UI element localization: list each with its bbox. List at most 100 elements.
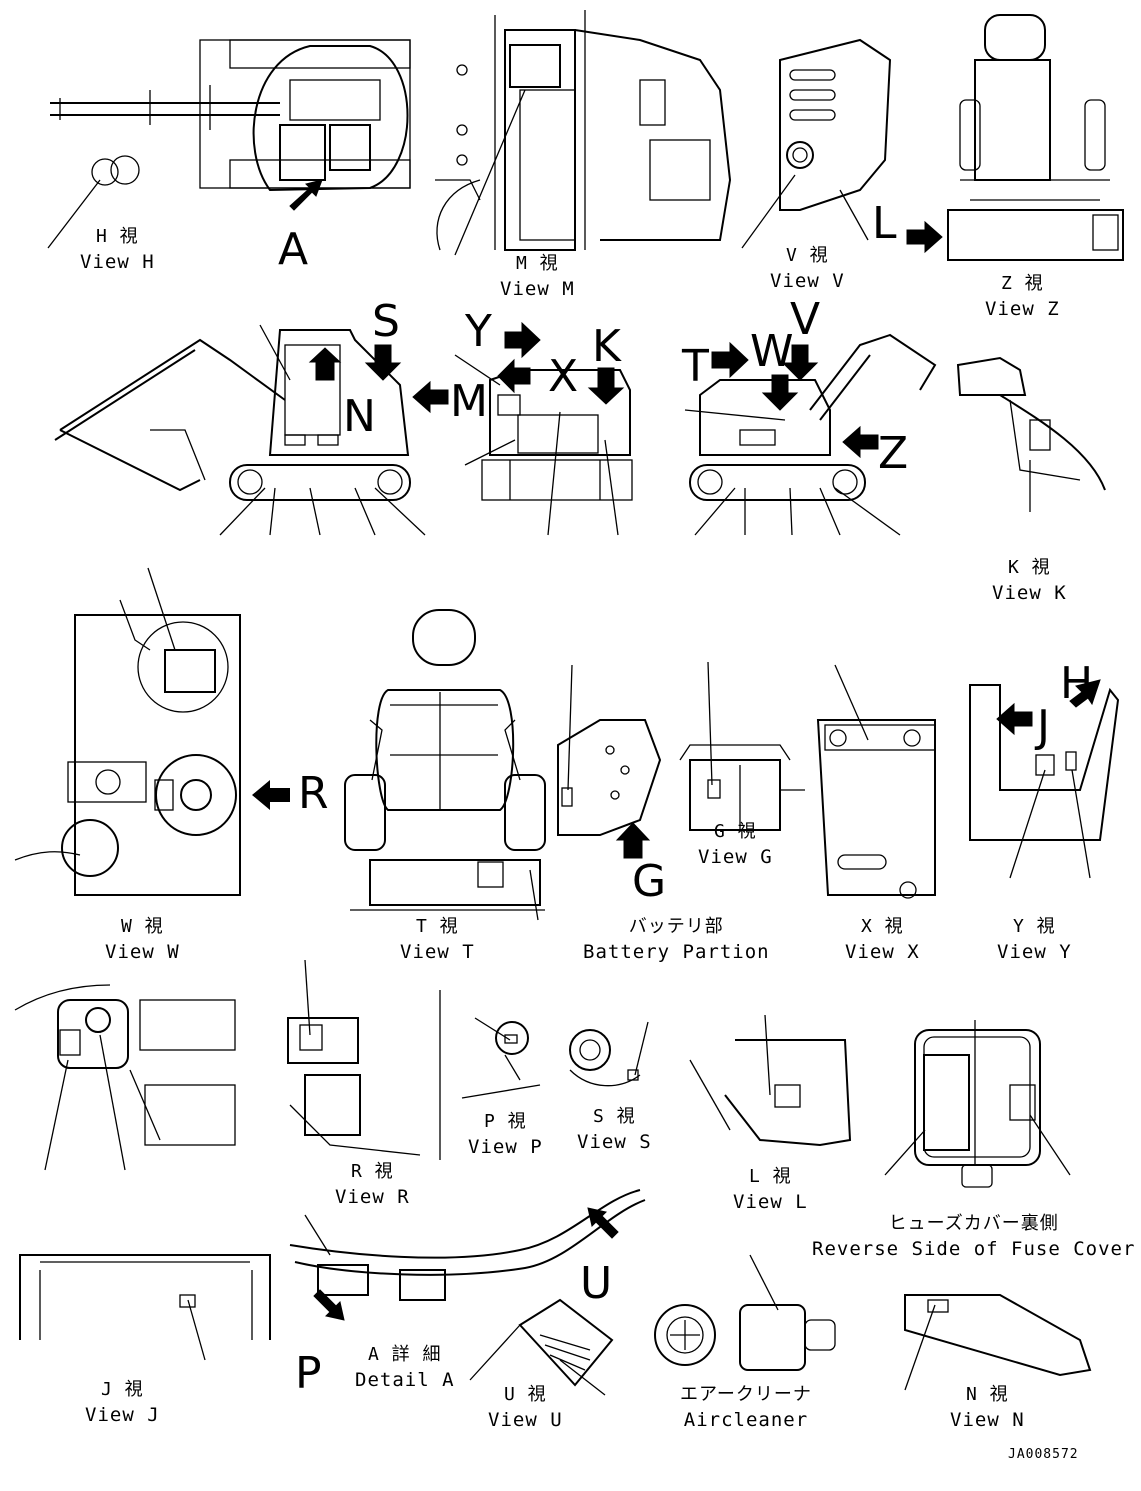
view-m-drawing — [435, 10, 732, 256]
caption-view-t: T 視 View T — [400, 915, 475, 965]
letter-w: W — [750, 326, 794, 377]
caption-aircleaner-en: Aircleaner — [683, 1409, 809, 1431]
caption-view-u-jp: U 視 — [503, 1384, 547, 1405]
caption-battery-partion: バッテリ部 Battery Partion — [583, 915, 770, 965]
letter-v: V — [790, 294, 821, 345]
aircleaner-drawing — [654, 1254, 836, 1371]
caption-view-y-en: View Y — [997, 941, 1072, 963]
caption-view-h: H 視 View H — [80, 225, 155, 275]
caption-view-x-jp: X 視 — [860, 916, 904, 937]
caption-view-u: U 視 View U — [488, 1383, 563, 1433]
caption-view-m: M 視 View M — [500, 252, 575, 302]
caption-detail-a-jp: A 詳 細 — [368, 1344, 442, 1365]
caption-view-r-jp: R 視 — [350, 1161, 394, 1182]
caption-view-w-en: View W — [105, 941, 180, 963]
battery-partion-drawing — [557, 664, 662, 859]
left-side-excavator-drawing — [54, 324, 449, 536]
letter-p: P — [295, 1348, 322, 1399]
caption-view-w-jp: W 視 — [120, 916, 164, 937]
caption-view-z-en: View Z — [985, 298, 1060, 320]
view-u-drawing — [469, 1298, 614, 1396]
caption-view-r: R 視 View R — [335, 1160, 410, 1210]
caption-view-n-jp: N 視 — [965, 1384, 1009, 1405]
view-w-drawing — [14, 567, 241, 896]
caption-view-t-jp: T 視 — [415, 916, 459, 937]
detail-a-drawing — [289, 1189, 646, 1321]
rear-excavator-drawing — [454, 321, 633, 536]
caption-view-l: L 視 View L — [733, 1165, 808, 1215]
view-n-drawing — [904, 1294, 1092, 1391]
caption-detail-a: A 詳 細 Detail A — [355, 1343, 455, 1393]
caption-view-k-jp: K 視 — [1007, 557, 1051, 578]
view-h-drawing — [47, 39, 411, 249]
letter-a: A — [278, 224, 309, 275]
caption-battery-partion-jp: バッテリ部 — [628, 916, 724, 937]
caption-view-k-en: View K — [992, 582, 1067, 604]
letter-t: T — [682, 341, 709, 392]
caption-view-h-jp: H 視 — [95, 226, 139, 247]
view-t-drawing — [344, 609, 546, 921]
view-r-drawing — [287, 959, 441, 1160]
caption-view-m-en: View M — [500, 278, 575, 300]
caption-view-p-en: View P — [468, 1136, 543, 1158]
caption-view-y-jp: Y 視 — [1012, 916, 1056, 937]
caption-view-j-en: View J — [85, 1404, 160, 1426]
letter-y: Y — [465, 306, 492, 357]
caption-view-u-en: View U — [488, 1409, 563, 1431]
letter-g: G — [632, 856, 667, 907]
caption-view-s-en: View S — [577, 1131, 652, 1153]
caption-view-n-en: View N — [950, 1409, 1025, 1431]
caption-view-m-jp: M 視 — [515, 253, 559, 274]
view-v-drawing — [741, 38, 892, 249]
caption-view-z: Z 視 View Z — [985, 272, 1060, 322]
arrow-r-icon — [252, 780, 290, 810]
caption-aircleaner-jp: エアークリーナ — [680, 1384, 812, 1405]
caption-view-y: Y 視 View Y — [997, 915, 1072, 965]
caption-view-r-en: View R — [335, 1186, 410, 1208]
caption-view-g-jp: G 視 — [713, 821, 757, 842]
caption-view-k: K 視 View K — [992, 556, 1067, 606]
caption-view-g: G 視 View G — [698, 820, 773, 870]
letter-s: S — [372, 296, 400, 347]
caption-detail-a-en: Detail A — [355, 1369, 455, 1391]
view-y-drawing — [969, 679, 1120, 879]
caption-view-p-jp: P 視 — [483, 1111, 527, 1132]
letter-z: Z — [878, 428, 909, 479]
caption-view-p: P 視 View P — [468, 1110, 543, 1160]
caption-view-w: W 視 View W — [105, 915, 180, 965]
letter-j: J — [1037, 701, 1050, 752]
view-z-drawing — [906, 14, 1124, 261]
caption-view-j: J 視 View J — [85, 1378, 160, 1428]
caption-view-h-en: View H — [80, 251, 155, 273]
caption-view-s-jp: S 視 — [592, 1106, 636, 1127]
fuse-cover-drawing — [884, 1020, 1071, 1188]
caption-view-z-jp: Z 視 — [1000, 273, 1044, 294]
letter-n: N — [343, 391, 376, 442]
caption-view-l-jp: L 視 — [748, 1166, 792, 1187]
caption-view-j-jp: J 視 — [100, 1379, 144, 1400]
caption-view-v-jp: V 視 — [785, 245, 829, 266]
caption-fuse-cover-en: Reverse Side of Fuse Cover — [812, 1238, 1136, 1260]
view-k-drawing — [956, 356, 1106, 512]
caption-view-g-en: View G — [698, 846, 773, 868]
view-x-drawing — [816, 664, 936, 899]
letter-m: M — [450, 376, 488, 427]
caption-view-n: N 視 View N — [950, 1383, 1025, 1433]
caption-view-x-en: View X — [845, 941, 920, 963]
caption-view-v: V 視 View V — [770, 244, 845, 294]
document-number: JA008572 — [1008, 1447, 1079, 1462]
view-g-drawing — [679, 661, 805, 831]
caption-view-t-en: View T — [400, 941, 475, 963]
letter-u: U — [580, 1258, 613, 1309]
caption-view-l-en: View L — [733, 1191, 808, 1213]
right-side-excavator-drawing — [684, 333, 937, 536]
caption-view-v-en: View V — [770, 270, 845, 292]
view-j-drawing — [19, 1254, 271, 1361]
letter-h: H — [1060, 658, 1094, 709]
caption-aircleaner: エアークリーナ Aircleaner — [680, 1383, 812, 1433]
view-p-drawing — [461, 1017, 541, 1099]
letter-x: X — [548, 351, 579, 402]
bottom-left-detail-drawing — [14, 984, 236, 1171]
